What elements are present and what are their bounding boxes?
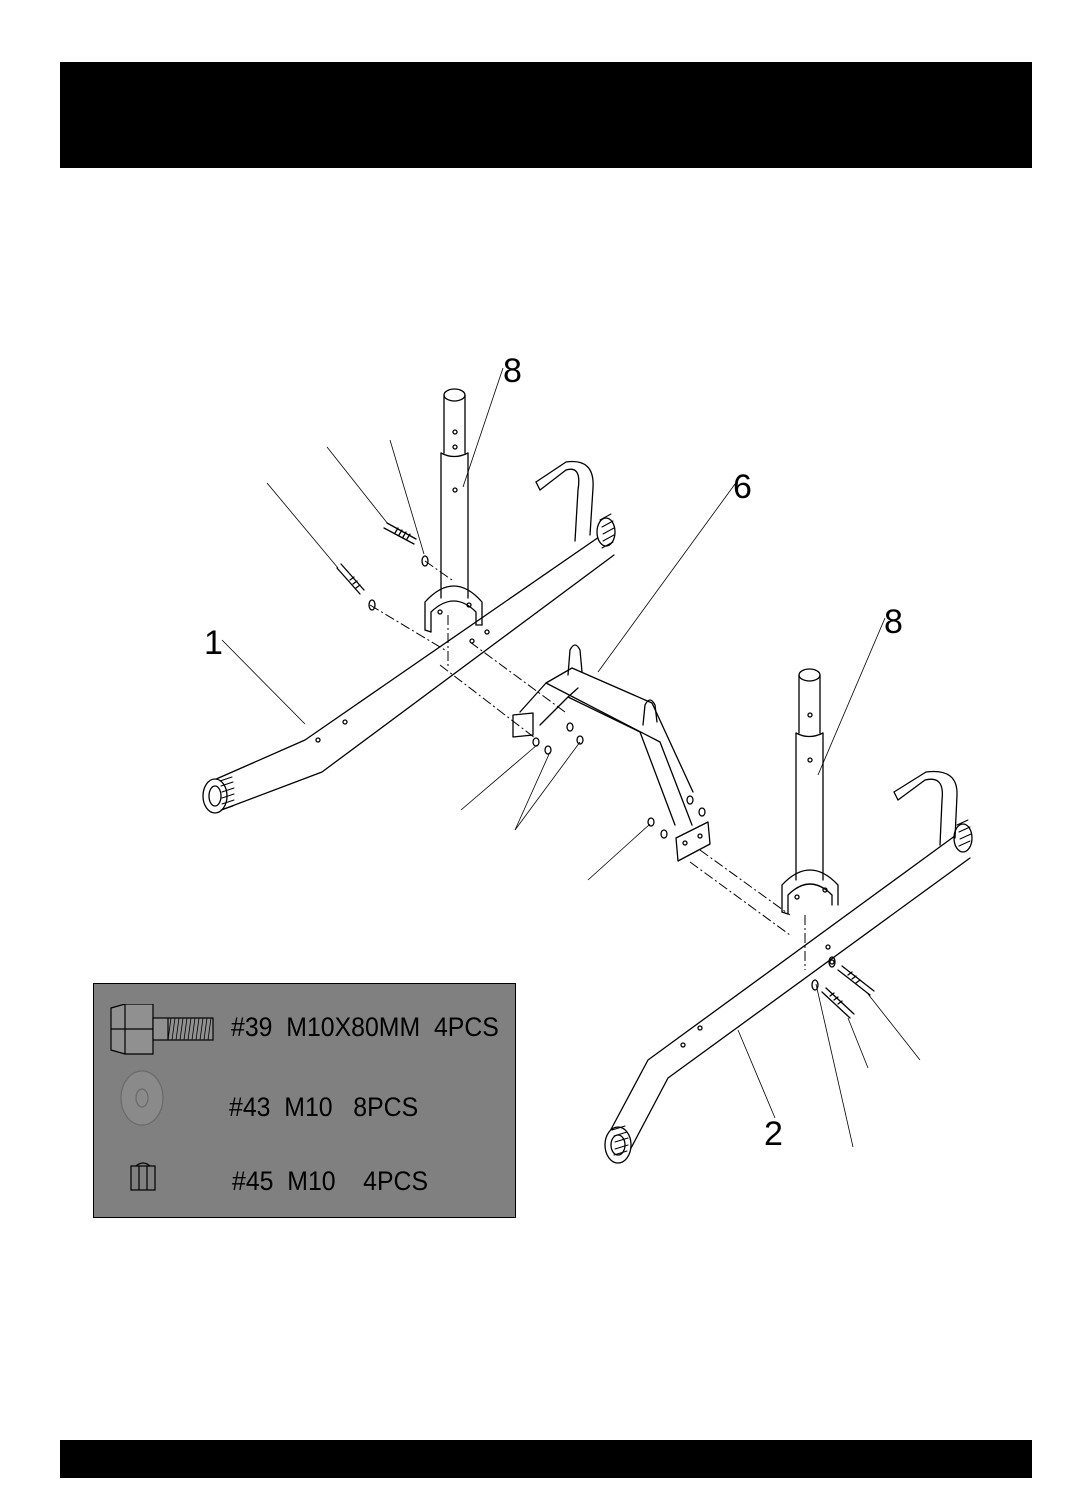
crossbar bbox=[513, 645, 710, 861]
right-base-frame bbox=[605, 771, 972, 1163]
callout-right-base: 2 bbox=[764, 1115, 783, 1153]
left-post bbox=[425, 389, 482, 632]
nut-icon bbox=[130, 1160, 156, 1192]
left-bolts bbox=[337, 523, 428, 610]
bolt-icon bbox=[108, 1004, 218, 1056]
alignment-lines bbox=[370, 561, 805, 970]
right-post bbox=[782, 669, 838, 914]
callout-left-post: 8 bbox=[503, 352, 522, 390]
hardware-item-nut: #45 M10 4PCS bbox=[232, 1166, 428, 1197]
washer-icon bbox=[118, 1069, 166, 1127]
hardware-legend: #39 M10X80MM 4PCS #43 M10 8PCS #45 M10 4… bbox=[93, 983, 516, 1218]
hardware-item-bolt: #39 M10X80MM 4PCS bbox=[231, 1012, 499, 1043]
callout-right-post: 8 bbox=[884, 603, 903, 641]
crossbar-hardware bbox=[533, 723, 705, 838]
left-base-frame bbox=[203, 462, 615, 813]
callout-left-base: 1 bbox=[204, 624, 223, 662]
footer-bar bbox=[60, 1440, 1032, 1478]
callout-crossbar: 6 bbox=[733, 468, 752, 506]
hardware-item-washer: #43 M10 8PCS bbox=[229, 1092, 418, 1123]
